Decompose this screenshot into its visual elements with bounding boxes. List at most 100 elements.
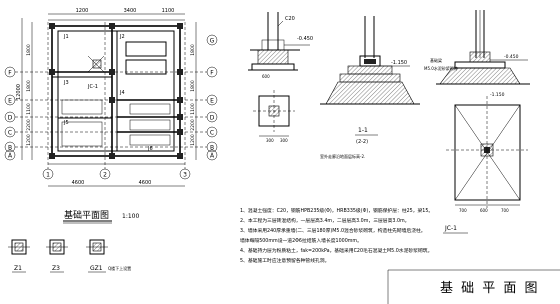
- axis-bubble-left-f: F: [4, 66, 16, 78]
- svg-text:基 础 平 面 图: 基 础 平 面 图: [440, 281, 540, 296]
- axis-bubbles-bottom: 1 2 3: [42, 168, 191, 180]
- svg-text:Z3: Z3: [52, 265, 60, 272]
- svg-text:JC-1: JC-1: [87, 84, 98, 90]
- svg-text:3: 3: [183, 172, 187, 179]
- svg-text:2: 2: [103, 172, 107, 179]
- axis-bubble-right-b: B: [206, 141, 218, 153]
- note-line: 2、本工程为三层砖混结构，一层层高3.4m，二层层高3.0m，三层层高3.0m。: [240, 217, 409, 224]
- foundation-tags: J1 J2 J3 J4 J5 J6 JC-1: [63, 34, 153, 152]
- svg-text:A: A: [8, 153, 13, 160]
- svg-text:1100: 1100: [26, 103, 32, 115]
- column-gz1: GZ1 Q楼下上设置: [86, 239, 131, 273]
- axis-bubble-left-d: D: [4, 111, 16, 123]
- axis-bubble-right-f: F: [206, 66, 218, 78]
- svg-text:C20: C20: [285, 16, 295, 22]
- column-z3: Z3: [46, 239, 68, 273]
- axis-bubble-2: 2: [99, 168, 111, 180]
- svg-text:F: F: [210, 70, 214, 77]
- svg-text:D: D: [8, 115, 13, 122]
- svg-text:M5.0水泥砂浆砌砖: M5.0水泥砂浆砌砖: [424, 65, 458, 71]
- axis-bubbles-right: G F E D C B A: [206, 34, 218, 161]
- svg-text:G: G: [210, 38, 215, 45]
- axis-bubble-right-d: D: [206, 111, 218, 123]
- svg-text:1-1: 1-1: [358, 127, 368, 134]
- svg-text:1100: 1100: [162, 8, 175, 14]
- axis-bubble-left-b: B: [4, 141, 16, 153]
- note-line: 4、基础持力层为粉质粘土，fak=200kPa，基础采用C20毛石混凝土M5.0…: [240, 247, 432, 254]
- dimension-texts: 4600 4600 1200 3400 1100 12000 1800 1800…: [16, 8, 196, 186]
- svg-text:3400: 3400: [124, 8, 137, 14]
- svg-text:C: C: [8, 130, 12, 137]
- svg-text:A: A: [210, 153, 215, 160]
- svg-text:1800: 1800: [26, 44, 32, 56]
- svg-text:1200: 1200: [26, 134, 32, 146]
- svg-text:300: 300: [280, 138, 288, 143]
- section-1-1: C20 -0.450 600 300 300 -1.150 1-1 (2-2) …: [248, 12, 420, 159]
- svg-text:300: 300: [266, 138, 274, 143]
- svg-text:Q楼下上设置: Q楼下上设置: [108, 265, 131, 271]
- column-details: Z1 Z3 GZ1 Q楼下上设置: [8, 239, 131, 273]
- axis-bubble-right-a: A: [206, 149, 218, 161]
- note-line: 3、墙体采用240厚承重墙(二、三层180厚)M5.0混合砂浆砌筑，构造柱先砌墙…: [240, 227, 426, 234]
- axis-bubble-right-c: C: [206, 126, 218, 138]
- svg-text:600: 600: [480, 208, 488, 213]
- svg-text:1100: 1100: [190, 103, 196, 115]
- note-line: 5、基础施工时应注意预留各种管线孔洞。: [240, 257, 329, 264]
- title-block: 基 础 平 面 图: [387, 269, 560, 304]
- note-line: 1、混凝土强度：C20，钢筋HPB235级(Φ)，HRB335级(Φ)，钢筋保护…: [240, 207, 433, 214]
- foundation-plan: F E D C B A G F E D C B A 1 2 3: [4, 8, 218, 224]
- svg-text:基础梁: 基础梁: [430, 57, 442, 63]
- column-z1: Z1: [8, 239, 30, 273]
- svg-text:GZ1: GZ1: [90, 265, 103, 272]
- svg-text:1800: 1800: [190, 44, 196, 56]
- svg-text:-1.150: -1.150: [490, 92, 505, 98]
- axis-bubble-left-a: A: [4, 149, 16, 161]
- svg-text:J3: J3: [63, 80, 69, 86]
- axis-bubble-right-e: E: [206, 94, 218, 106]
- svg-text:E: E: [210, 98, 214, 105]
- plan-title: 基础平面图 1:100: [63, 209, 139, 224]
- svg-text:J2: J2: [119, 34, 125, 40]
- svg-text:E: E: [8, 98, 12, 105]
- svg-text:2200: 2200: [26, 119, 32, 131]
- svg-text:1800: 1800: [26, 80, 32, 92]
- section-jc-1: -0.450 -1.150 基础梁 M5.0水泥砂浆砌砖 700 600 700…: [424, 10, 530, 234]
- svg-text:700: 700: [501, 208, 509, 213]
- axis-bubble-left-c: C: [4, 126, 16, 138]
- svg-text:1200: 1200: [76, 8, 89, 14]
- svg-text:12000: 12000: [16, 84, 22, 100]
- dimension-lines: [21, 13, 197, 187]
- axis-bubble-1: 1: [42, 168, 54, 180]
- svg-text:基础平面图: 基础平面图: [64, 209, 109, 221]
- note-line: 墙体每隔500mm设一道2Φ6拉结筋入墙长度1000mm。: [240, 237, 362, 244]
- svg-text:4600: 4600: [139, 180, 152, 186]
- svg-text:JC-1: JC-1: [444, 225, 457, 232]
- svg-text:B: B: [210, 145, 214, 152]
- axis-bubble-3: 3: [179, 168, 191, 180]
- svg-text:2200: 2200: [190, 119, 196, 131]
- svg-text:C: C: [210, 130, 214, 137]
- svg-text:室外走廊沿地面层标高-2.: 室外走廊沿地面层标高-2.: [320, 153, 365, 159]
- svg-text:J5: J5: [63, 120, 69, 126]
- axis-grid-lines: [15, 22, 207, 169]
- svg-text:-0.450: -0.450: [504, 54, 519, 60]
- svg-text:4600: 4600: [72, 180, 85, 186]
- svg-text:-0.450: -0.450: [297, 36, 313, 42]
- svg-text:D: D: [210, 115, 215, 122]
- svg-text:1: 1: [46, 172, 50, 179]
- axis-bubbles-left: F E D C B A: [4, 66, 16, 161]
- wall-foundations: [51, 25, 181, 157]
- svg-text:F: F: [8, 70, 12, 77]
- svg-text:700: 700: [459, 208, 467, 213]
- svg-text:1800: 1800: [190, 80, 196, 92]
- axis-bubble-left-e: E: [4, 94, 16, 106]
- svg-text:1200: 1200: [190, 134, 196, 146]
- svg-text:600: 600: [262, 74, 270, 79]
- svg-text:Z1: Z1: [14, 265, 22, 272]
- general-notes: 1、混凝土强度：C20，钢筋HPB235级(Φ)，HRB335级(Φ)，钢筋保护…: [240, 207, 433, 264]
- svg-text:-1.150: -1.150: [391, 60, 407, 66]
- axis-bubble-right-g: G: [206, 34, 218, 46]
- svg-text:J1: J1: [63, 34, 69, 40]
- svg-text:B: B: [8, 145, 12, 152]
